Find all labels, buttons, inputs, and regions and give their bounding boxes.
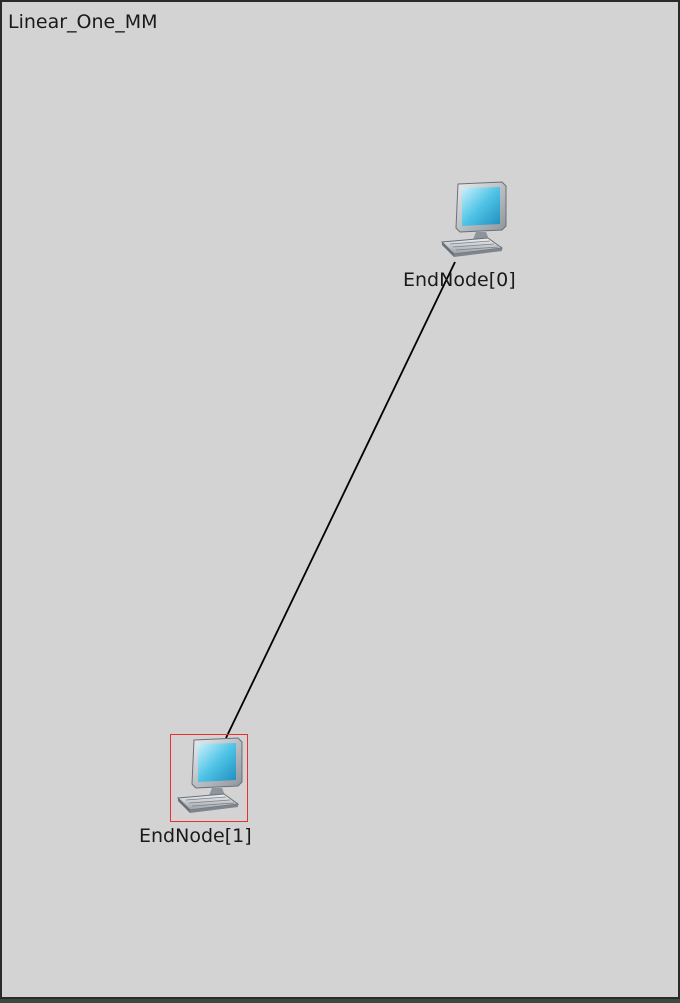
node-label: EndNode[1] [139,825,252,847]
desktop-computer-icon [176,737,243,813]
selection-highlight [170,734,248,822]
link-endnode0-endnode1[interactable] [225,261,456,739]
network-title: Linear_One_MM [8,11,158,33]
desktop-computer-icon [440,181,507,257]
node-label: EndNode[0] [403,269,516,291]
